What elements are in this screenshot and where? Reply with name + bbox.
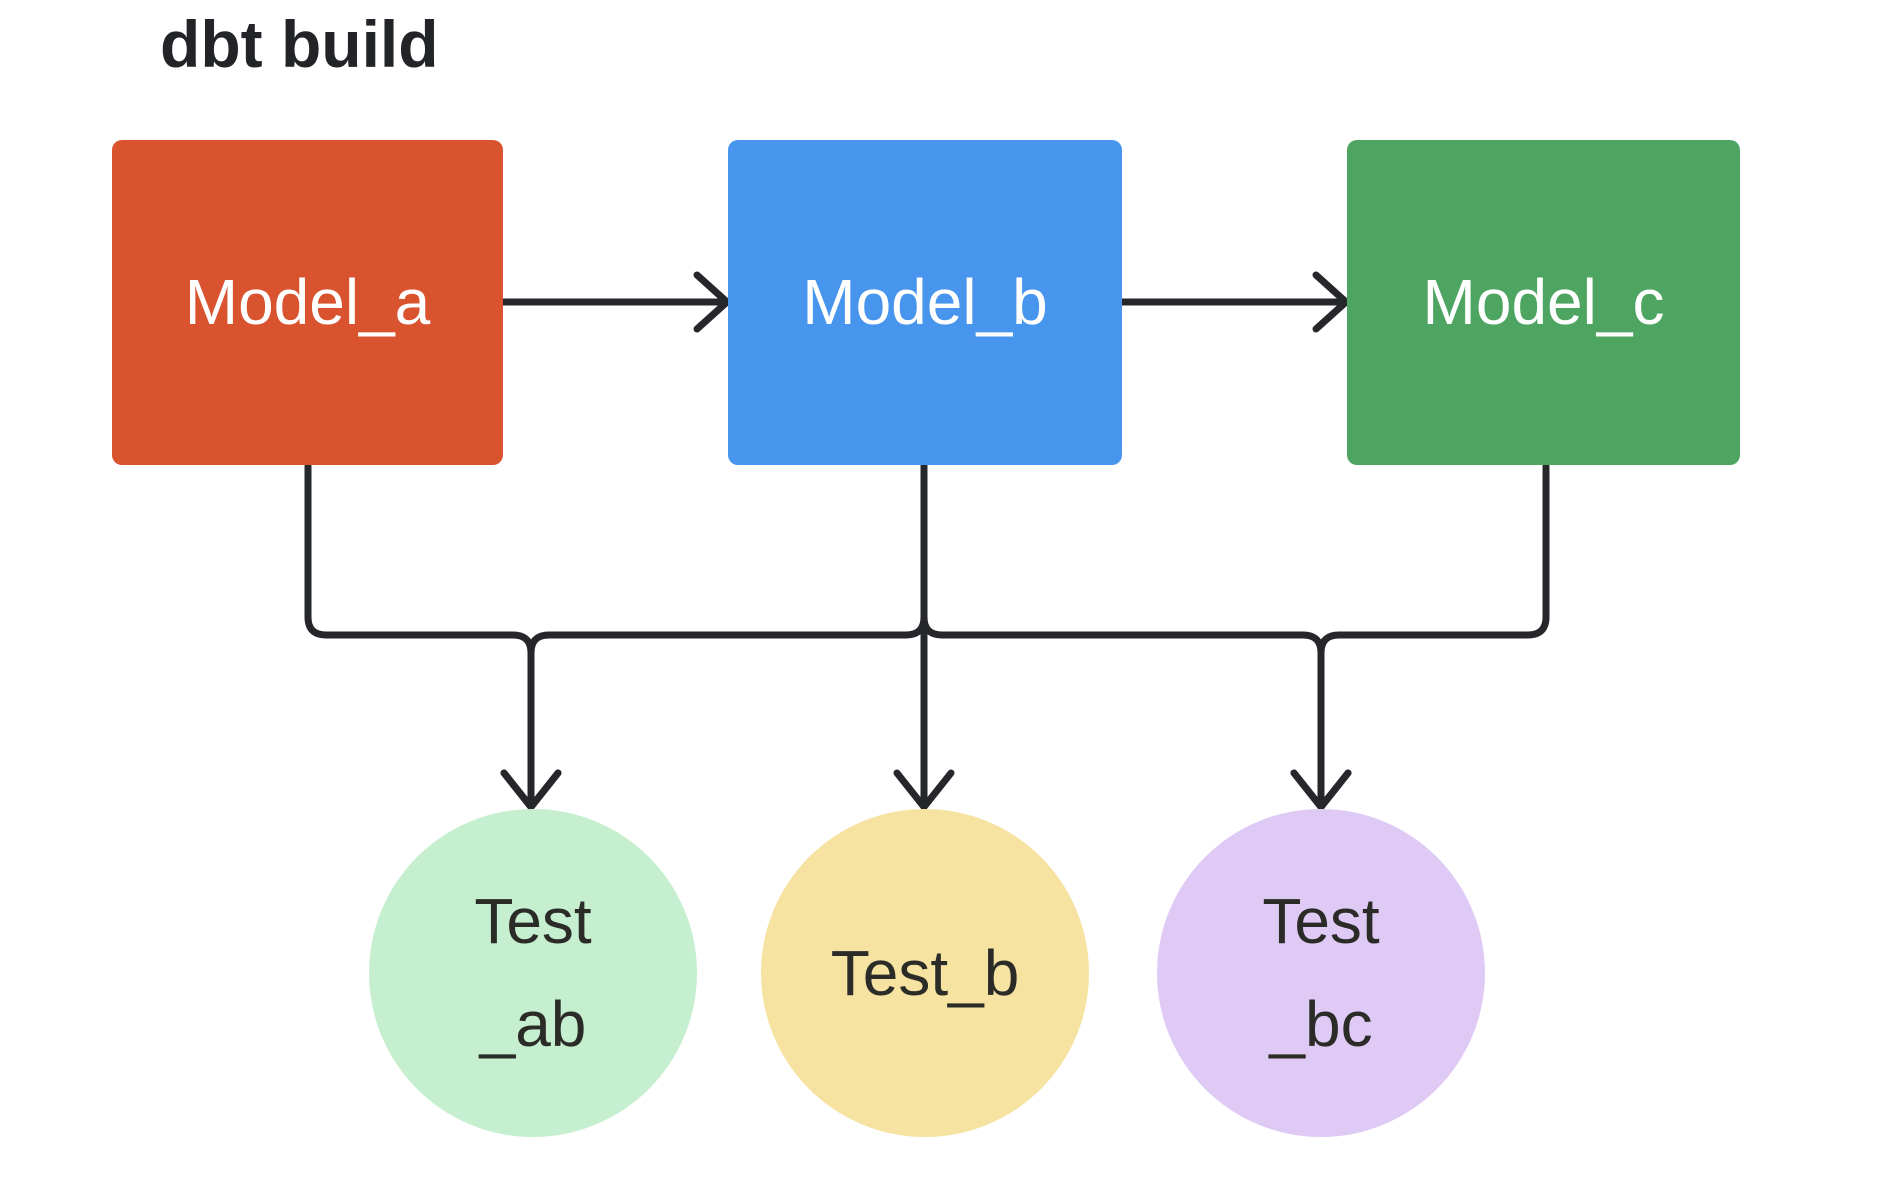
node-test-ab: Test _ab [369, 809, 697, 1137]
edge [1312, 271, 1350, 333]
node-model-c-label: Model_c [1422, 266, 1665, 339]
node-test-b: Test_b [761, 809, 1089, 1137]
edge [920, 462, 1325, 805]
node-test-bc: Test _bc [1157, 809, 1485, 1137]
node-model-a-label: Model_a [184, 266, 431, 339]
node-test-bc-label-line2: _bc [1269, 988, 1373, 1060]
edge [527, 462, 928, 805]
diagram-title: dbt build [160, 7, 439, 81]
edge [893, 769, 955, 811]
edge [1290, 769, 1352, 811]
node-test-bc-label-line1: Test [1262, 885, 1380, 957]
edge [500, 769, 562, 811]
edge [304, 462, 535, 805]
edge [693, 271, 731, 333]
node-test-ab-label-line1: Test [474, 885, 592, 957]
node-test-b-label-line1: Test_b [830, 936, 1020, 1009]
node-model-c: Model_c [1347, 140, 1740, 465]
node-model-b: Model_b [728, 140, 1122, 465]
node-test-ab-label-line2: _ab [479, 988, 587, 1060]
node-model-a: Model_a [112, 140, 503, 465]
node-model-b-label: Model_b [802, 266, 1048, 339]
edge-paths [304, 271, 1550, 811]
edge [1317, 462, 1550, 805]
